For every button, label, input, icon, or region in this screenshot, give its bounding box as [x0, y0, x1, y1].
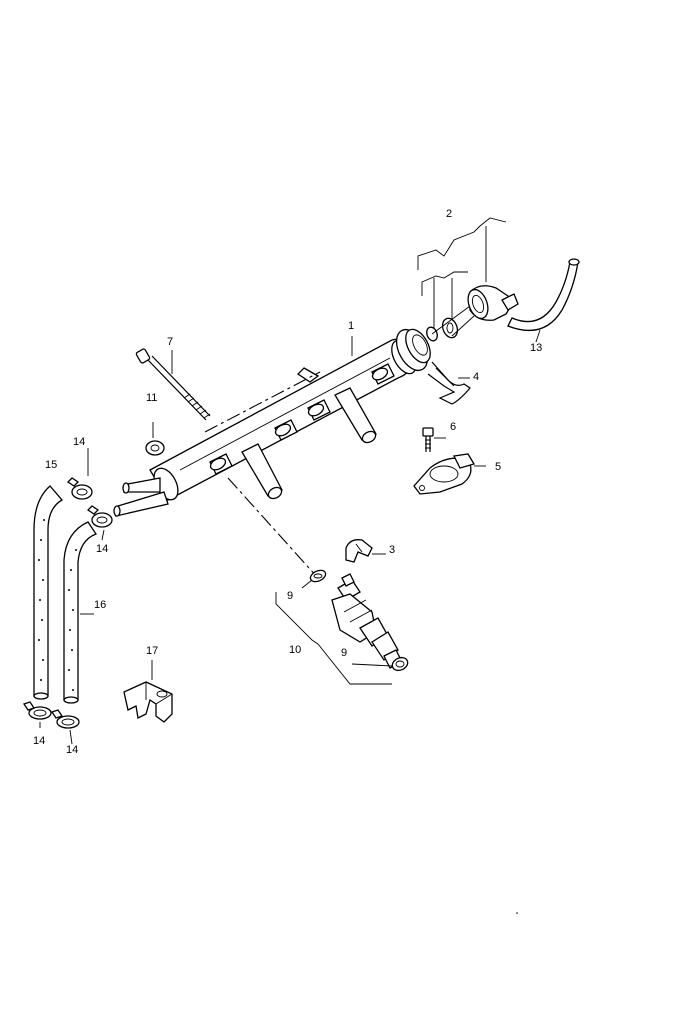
- vacuum-hose: [507, 258, 580, 332]
- callout-11: 11: [146, 392, 157, 404]
- callout-14-c: 14: [33, 735, 45, 747]
- callout-3: 3: [389, 544, 395, 556]
- callout-16: 16: [94, 599, 106, 611]
- callout-7: 7: [167, 336, 173, 348]
- hose-16: [63, 521, 97, 704]
- callout-17: 17: [146, 645, 158, 657]
- callout-2: 2: [446, 208, 452, 220]
- callout-9-lower: 9: [341, 647, 347, 659]
- callout-4: 4: [473, 371, 479, 383]
- injector-clip: [345, 539, 373, 563]
- injector-axis-line: [227, 477, 319, 579]
- clamp-bolt: [422, 427, 434, 452]
- fuel-injector: [331, 573, 403, 669]
- hose-clamp-upper-2: [86, 505, 113, 528]
- bolt-axis-line: [204, 371, 321, 433]
- washer-11: [145, 422, 165, 456]
- callout-14-d: 14: [66, 744, 78, 756]
- hose-clamp-upper-1: [66, 477, 93, 500]
- injector-bosses: [209, 363, 395, 475]
- stray-dot: [516, 912, 518, 914]
- callout-15: 15: [45, 459, 57, 471]
- callout-10: 10: [289, 644, 301, 656]
- hose-15: [33, 485, 64, 700]
- hose-bracket: [123, 681, 173, 723]
- callout-9-upper: 9: [287, 590, 293, 602]
- callout-14-b: 14: [96, 543, 108, 555]
- hose-clamp-lower-2: [50, 709, 80, 729]
- callout-5: 5: [495, 461, 501, 473]
- fuel-rail: [113, 328, 431, 517]
- o-ring-lower: [391, 656, 409, 672]
- hose-clamp-lower-1: [22, 701, 52, 720]
- callout-14-a: 14: [73, 436, 85, 448]
- callout-6: 6: [450, 421, 456, 433]
- clamp-bracket: [413, 453, 475, 495]
- pressure-regulator: [426, 285, 519, 342]
- mounting-bolt: [135, 348, 211, 421]
- o-ring-upper: [309, 569, 327, 583]
- callout-labels: 1 2 3 4 5 6 7 9 9 10 11 13 14 14 14 14 1…: [33, 208, 542, 756]
- leader-lines: [39, 217, 541, 745]
- callout-1: 1: [348, 320, 354, 332]
- callout-13: 13: [530, 342, 542, 354]
- spring-clip: [427, 361, 471, 405]
